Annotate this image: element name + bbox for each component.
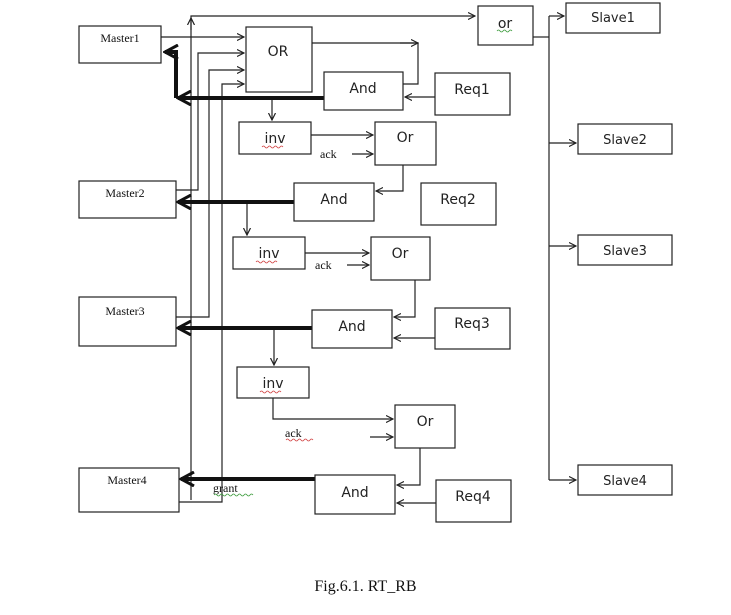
and1-box: And — [323, 71, 404, 111]
ack3-label: ack — [285, 426, 302, 440]
slave1-label: Slave1 — [591, 11, 635, 26]
spellcheck-underline — [255, 260, 278, 264]
inv1-label: inv — [264, 131, 285, 147]
spellcheck-underline — [285, 438, 314, 442]
inv1-box: inv — [238, 121, 312, 155]
wire-master3-to-or — [176, 70, 244, 318]
ack2-label: ack — [315, 258, 332, 272]
master2-box: Master2 — [78, 180, 177, 219]
spellcheck-underline — [496, 29, 513, 33]
slave3-box: Slave3 — [577, 234, 673, 266]
req2-box: Req2 — [420, 182, 497, 226]
wire-or1-to-and2 — [376, 165, 404, 191]
req4-box: Req4 — [435, 479, 512, 523]
wire-master4-to-or — [179, 84, 244, 503]
master4-box: Master4 — [78, 467, 180, 513]
figure-caption: Fig.6.1. RT_RB — [314, 578, 417, 595]
or-main-label: OR — [268, 44, 289, 60]
req1-label: Req1 — [454, 82, 490, 98]
grant-label: grant — [213, 481, 238, 495]
or2-box: Or — [370, 236, 431, 281]
master2-label: Master2 — [105, 186, 144, 200]
req3-label: Req3 — [454, 316, 490, 332]
master4-label: Master4 — [107, 473, 146, 487]
inv3-label: inv — [262, 376, 283, 392]
grant-buses — [165, 52, 324, 479]
wire-or-to-and1 — [312, 42, 419, 85]
or1-box: Or — [374, 121, 437, 166]
or-top-box: or — [477, 5, 534, 46]
and1-label: And — [349, 81, 376, 97]
or2-label: Or — [392, 246, 409, 262]
or3-label: Or — [417, 414, 434, 430]
req4-label: Req4 — [455, 489, 491, 505]
ack1-label: ack — [320, 147, 337, 161]
wire-grant-to-or-top — [190, 16, 475, 500]
req3-box: Req3 — [434, 307, 511, 350]
wire-inv3-to-or3 — [272, 398, 393, 419]
spellcheck-underline — [261, 145, 284, 149]
or-main-box: OR — [245, 26, 313, 93]
master3-box: Master3 — [78, 296, 177, 347]
inv2-label: inv — [258, 246, 279, 262]
wires — [161, 16, 576, 503]
and2-label: And — [320, 192, 347, 208]
slave2-box: Slave2 — [577, 123, 673, 155]
and2-box: And — [293, 182, 375, 222]
inv3-box: inv — [236, 366, 310, 399]
bus-grant1-up — [165, 52, 176, 98]
slave4-label: Slave4 — [603, 474, 647, 489]
and4-box: And — [314, 474, 396, 515]
master3-label: Master3 — [105, 304, 144, 318]
req2-label: Req2 — [440, 192, 476, 208]
spellcheck-underline — [213, 493, 254, 497]
or3-box: Or — [394, 404, 456, 449]
or-top-label: or — [498, 16, 513, 32]
slave4-box: Slave4 — [577, 464, 673, 496]
master1-box: Master1 — [78, 25, 162, 64]
wire-master2-to-or — [176, 53, 244, 191]
master1-label: Master1 — [100, 31, 139, 45]
spellcheck-underline — [259, 390, 282, 394]
or1-label: Or — [397, 130, 414, 146]
wire-or3-to-and4 — [397, 448, 421, 485]
slave1-box: Slave1 — [565, 2, 661, 34]
slave2-label: Slave2 — [603, 133, 647, 148]
and4-label: And — [341, 485, 368, 501]
slave3-label: Slave3 — [603, 244, 647, 259]
wire-or2-to-and3 — [394, 280, 416, 317]
inv2-box: inv — [232, 236, 306, 270]
and3-box: And — [311, 309, 393, 349]
req1-box: Req1 — [434, 72, 511, 116]
and3-label: And — [338, 319, 365, 335]
